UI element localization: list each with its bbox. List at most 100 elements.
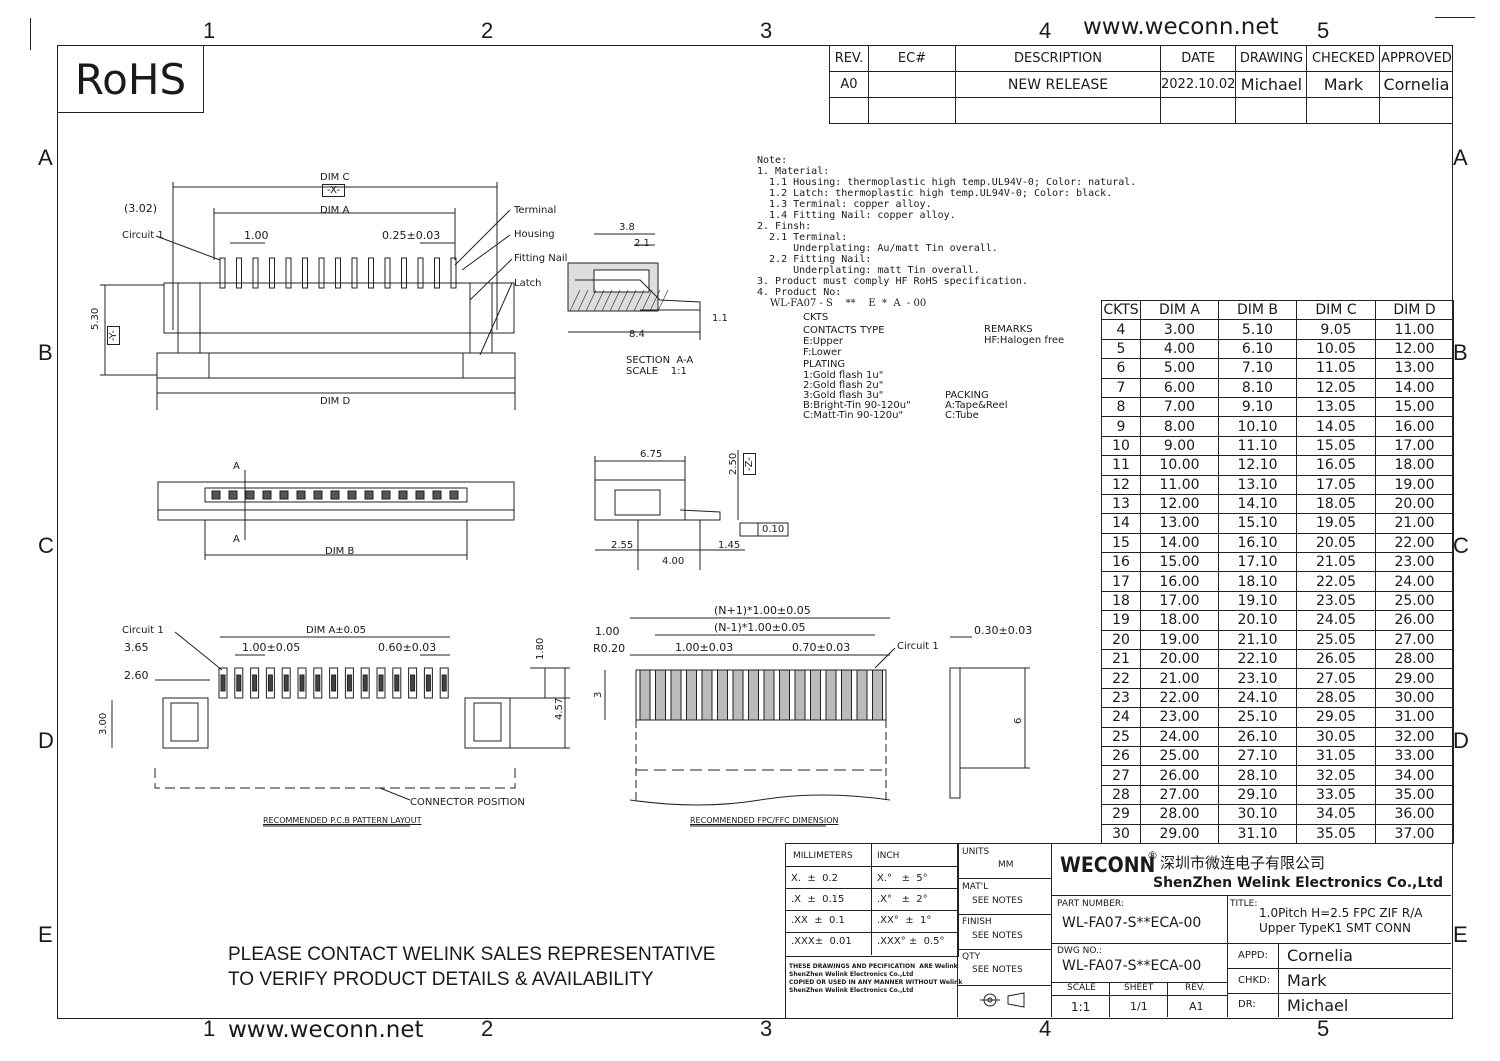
fpc-pad: [732, 669, 744, 721]
dim-cell: 12.10: [1218, 455, 1297, 476]
pcb-pad: [376, 667, 386, 699]
pcb-pad-inner: [331, 674, 337, 692]
pcb-pad: [329, 667, 339, 699]
zone-row-e-left: E: [38, 922, 53, 947]
dim-cell: 4: [1101, 319, 1141, 340]
section-d21: 2.1: [634, 238, 650, 249]
dim-cell: 9.05: [1296, 319, 1376, 340]
dr-value: Michael: [1287, 996, 1349, 1015]
zone-row-b-left: B: [38, 340, 53, 365]
fpc-n1: (N+1)*1.00±0.05: [714, 604, 811, 617]
section-d38: 3.8: [619, 222, 635, 233]
dim-cell: 11.05: [1296, 358, 1376, 379]
units-label: UNITS: [962, 847, 990, 857]
dim-cell: 16.00: [1375, 416, 1454, 437]
contact-notice: PLEASE CONTACT WELINK SALES REPRESENTATI…: [228, 942, 715, 992]
sheet-value: 1/1: [1130, 1000, 1148, 1013]
dim-cell: 8.00: [1140, 416, 1219, 437]
dim-cell: 23.00: [1140, 707, 1219, 728]
hatch-line: [625, 289, 637, 312]
bottom-right-corner: [1435, 17, 1475, 18]
fpc-pad: [779, 669, 790, 721]
front-pin: [381, 490, 391, 500]
drawing-header: DRAWING: [1235, 45, 1308, 72]
dim-cell: 9: [1101, 416, 1141, 437]
dim-cell: 8: [1101, 396, 1141, 418]
dim-cell: 29.00: [1375, 668, 1454, 689]
fpc-pad: [825, 669, 837, 721]
dim-cell: 15.00: [1140, 552, 1219, 573]
pcb-pad-inner: [441, 674, 447, 692]
pcb-pad-inner: [252, 674, 258, 692]
qty-value: SEE NOTES: [972, 965, 1023, 975]
revision-header-row: REV. EC# DESCRIPTION DATE DRAWING CHECKE…: [829, 45, 1454, 72]
top-pin: [351, 257, 358, 289]
brand-logo: WECONN: [1060, 853, 1156, 877]
dim-cell: 21.10: [1218, 629, 1297, 651]
pcb-pattern: [111, 631, 570, 827]
title-line-1: 1.0Pitch H=2.5 FPC ZIF R/A: [1259, 906, 1423, 920]
fpc-d100: 1.00: [595, 625, 620, 638]
hatch-line: [585, 289, 597, 312]
rev-label: REV.: [1185, 983, 1205, 993]
plating-3: 3:Gold flash 3u": [803, 390, 884, 401]
hatch-line: [649, 289, 661, 312]
dim-cell: 17: [1101, 571, 1141, 592]
plating-c: C:Matt-Tin 90-120u": [803, 410, 904, 421]
pcb-pad: [234, 667, 244, 699]
dim-cell: 35.05: [1296, 823, 1376, 844]
finish-label: FINISH: [962, 917, 992, 927]
y-datum: -Y-: [107, 326, 120, 345]
checked-header: CHECKED: [1306, 45, 1381, 72]
dim-cell: 13.05: [1296, 396, 1376, 418]
hatch-line: [641, 289, 653, 312]
dim-cell: 22.05: [1296, 571, 1376, 592]
fpc-nm1: (N-1)*1.00±0.05: [714, 621, 806, 634]
dim-cell: 4.00: [1140, 338, 1219, 360]
dim-cell: 26.00: [1140, 765, 1219, 786]
top-pin: [252, 257, 259, 289]
mm-tol-1: X. ± 0.2: [791, 873, 839, 884]
pcb-pad: [439, 667, 449, 699]
rev-value: A0: [829, 71, 869, 98]
dim-cell: 27.05: [1296, 668, 1376, 689]
dim-cell: 20.00: [1140, 649, 1219, 670]
hatch-line: [601, 289, 613, 312]
fpc-pitch: 1.00±0.03: [675, 641, 734, 654]
mm-tol-2: .X ± 0.15: [791, 894, 845, 905]
fpc-pad: [655, 669, 666, 721]
dim-cell: 10: [1101, 435, 1141, 457]
dim-cell: 20: [1101, 629, 1141, 651]
remarks-hf: HF:Halogen free: [984, 335, 1065, 346]
hatch-line: [577, 289, 589, 312]
pcb-pad-inner: [346, 674, 352, 692]
dim-cell: 5.10: [1218, 319, 1297, 340]
units-value: MM: [998, 860, 1014, 870]
dim-cell: 24.00: [1140, 726, 1219, 747]
zone-row-e-right: E: [1453, 922, 1468, 947]
dim-cell: 33.00: [1375, 745, 1454, 767]
contacts-upper: E:Upper: [803, 336, 843, 347]
dim-cell: 17.10: [1218, 552, 1297, 573]
drawing-value: Michael: [1235, 71, 1308, 98]
dim-cell: 9.00: [1140, 435, 1219, 457]
dim-cell: 36.00: [1375, 804, 1454, 825]
packing-c: C:Tube: [945, 410, 979, 421]
zone-col-2: 2: [481, 18, 494, 43]
dr-label: DR:: [1238, 999, 1256, 1010]
dim-cell: 25: [1101, 726, 1141, 747]
website-top: www.weconn.net: [1083, 14, 1279, 40]
side-d400: 4.00: [662, 556, 685, 567]
fpc-r: R0.20: [593, 642, 626, 655]
zone-row-b-right: B: [1453, 340, 1468, 365]
dim-cell: 10.00: [1140, 455, 1219, 476]
housing-label: Housing: [514, 229, 555, 240]
front-pin: [364, 490, 374, 500]
dim-cell: 23.10: [1218, 668, 1297, 689]
front-pin: [398, 490, 408, 500]
tol-top: 0.25±0.03: [382, 229, 441, 242]
front-pin: [415, 490, 425, 500]
section-title: SECTION A-A: [626, 355, 694, 366]
